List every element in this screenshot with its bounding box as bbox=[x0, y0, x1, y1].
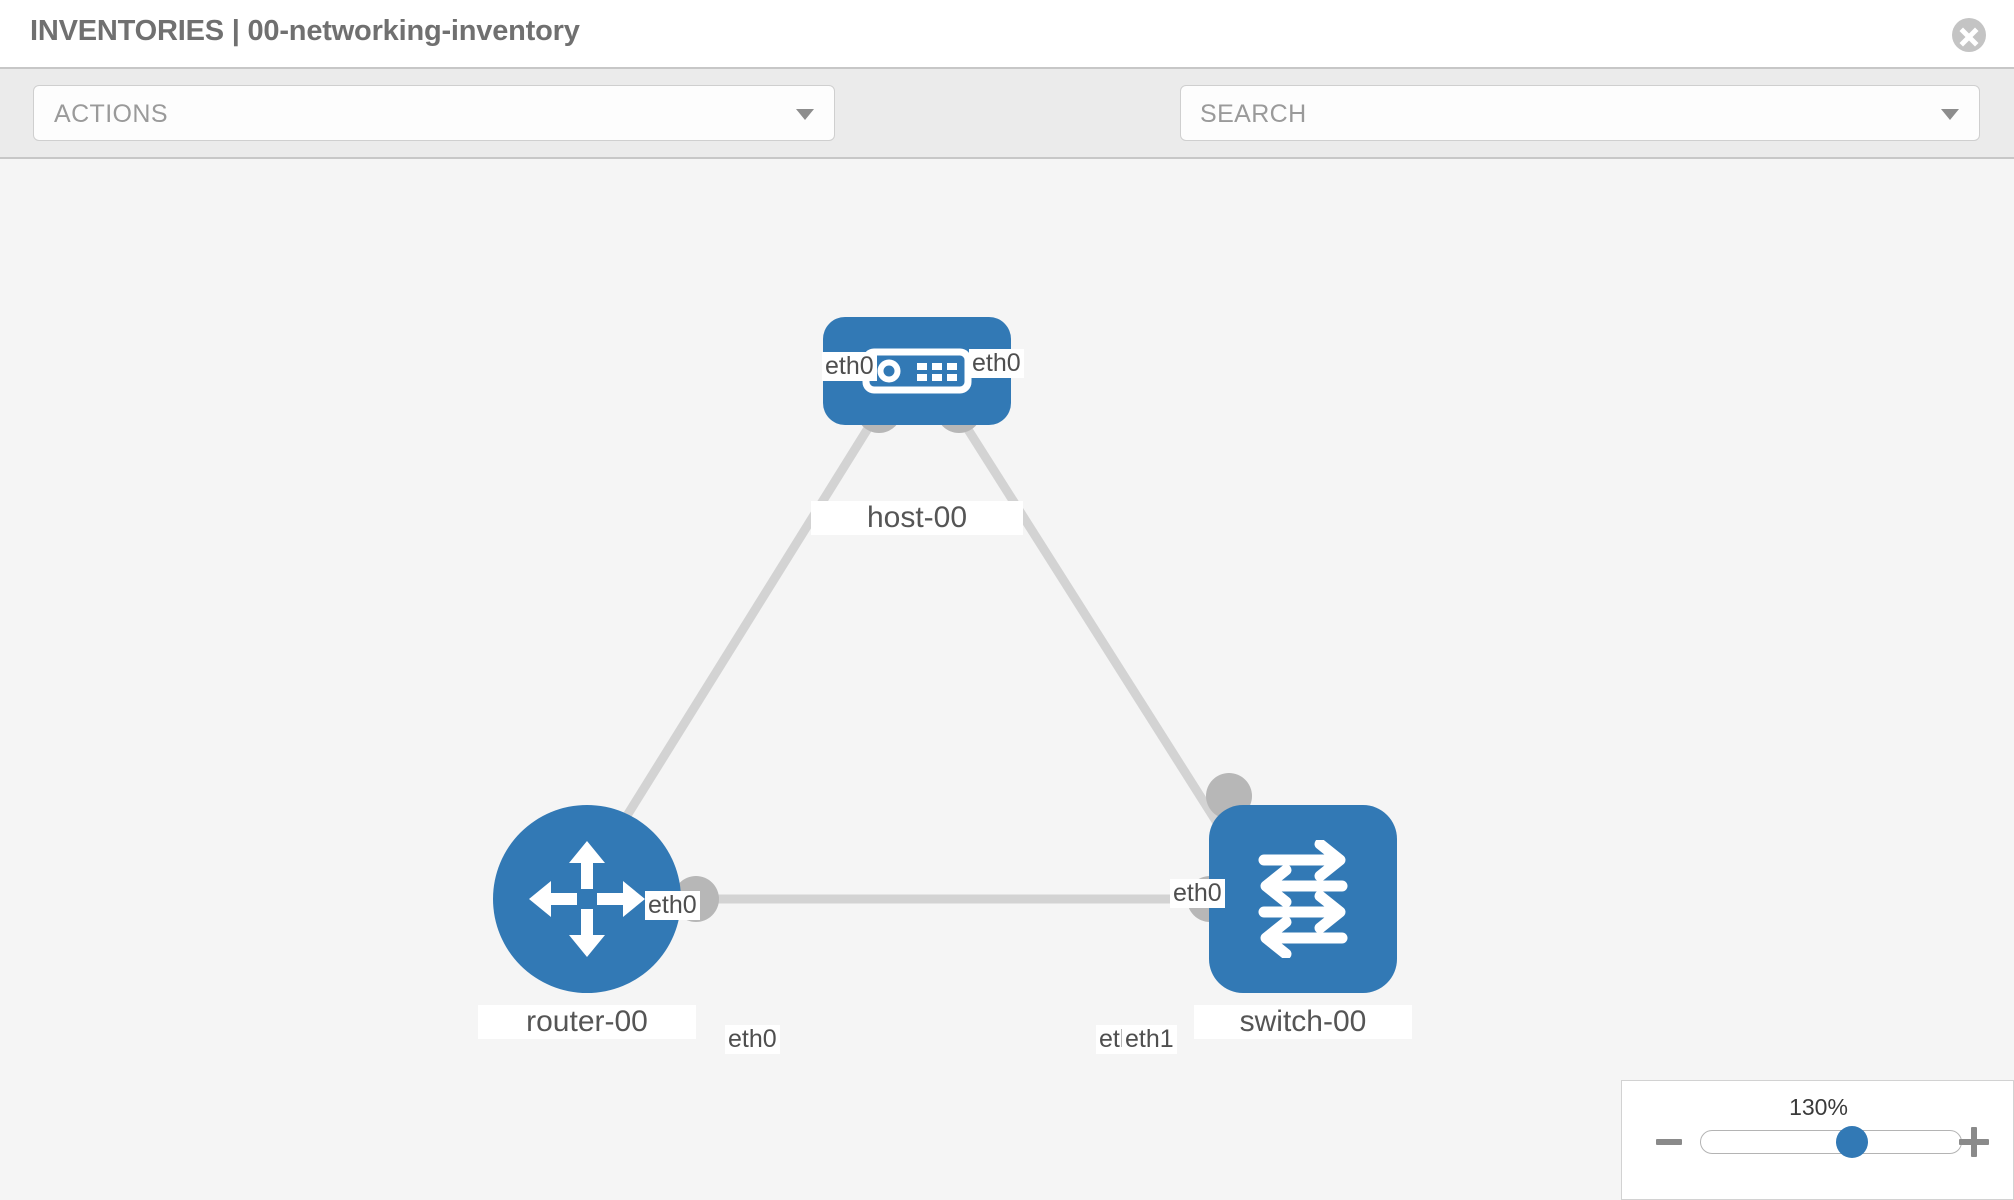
server-icon bbox=[862, 348, 972, 394]
router-arrows-icon bbox=[529, 841, 645, 957]
edge-label-host-left: eth0 bbox=[822, 352, 877, 381]
zoom-slider-track[interactable] bbox=[1700, 1130, 1962, 1154]
search-input[interactable]: SEARCH bbox=[1180, 85, 1980, 141]
zoom-control-panel: 130% bbox=[1621, 1080, 2014, 1200]
edge-label-router-up: eth0 bbox=[645, 891, 700, 920]
toolbar: ACTIONS SEARCH bbox=[0, 69, 2014, 202]
topology-edges bbox=[596, 406, 1244, 904]
router-node-label: router-00 bbox=[478, 1005, 696, 1039]
chevron-down-icon bbox=[796, 109, 814, 120]
switch-arrows-icon bbox=[1258, 840, 1348, 958]
search-placeholder: SEARCH bbox=[1200, 100, 1307, 128]
minus-icon[interactable] bbox=[1656, 1139, 1682, 1145]
actions-dropdown[interactable]: ACTIONS bbox=[33, 85, 835, 141]
plus-icon[interactable] bbox=[1959, 1127, 1989, 1157]
edge-label-host-right: eth0 bbox=[969, 349, 1024, 378]
zoom-level-value: 130% bbox=[1789, 1094, 1848, 1120]
edge-label-switch-left: eth1 bbox=[1122, 1025, 1177, 1054]
page-title: INVENTORIES | 00-networking-inventory bbox=[30, 15, 580, 47]
topology-canvas[interactable]: host-00 router-00 bbox=[0, 159, 2014, 1200]
switch-node-label: switch-00 bbox=[1194, 1005, 1412, 1039]
edge-label-switch-up: eth0 bbox=[1170, 879, 1225, 908]
page-header: INVENTORIES | 00-networking-inventory bbox=[0, 0, 2014, 69]
close-icon[interactable] bbox=[1952, 18, 1986, 52]
chevron-down-icon[interactable] bbox=[1941, 109, 1959, 120]
host-node-label: host-00 bbox=[811, 501, 1023, 535]
edge-label-router-right: eth0 bbox=[725, 1025, 780, 1054]
switch-node-shape[interactable] bbox=[1209, 805, 1397, 993]
actions-dropdown-label: ACTIONS bbox=[54, 100, 168, 128]
zoom-slider-thumb[interactable] bbox=[1836, 1126, 1868, 1158]
